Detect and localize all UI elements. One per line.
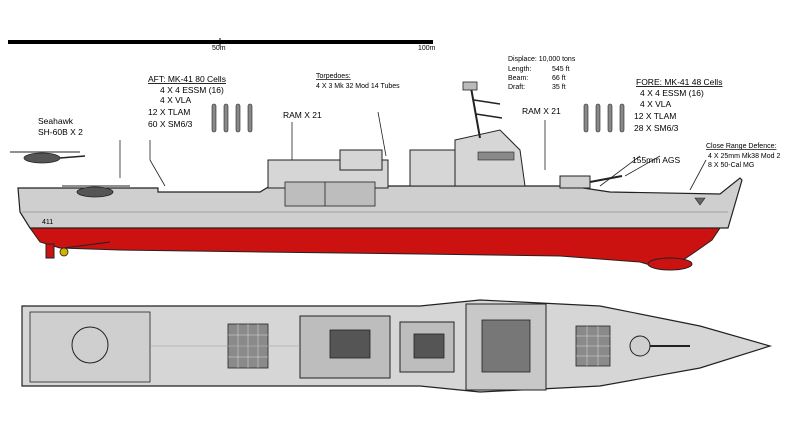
helicopter-label-2: SH-60B X 2: [38, 127, 83, 137]
leader-gun: [624, 155, 661, 177]
fore-cells-line-3: 12 X TLAM: [634, 111, 676, 121]
leader-close-range: [689, 159, 707, 191]
helicopter-1-body: [23, 152, 61, 164]
spec-beam-value: 66 ft: [552, 75, 566, 82]
forward-funnel: [409, 149, 461, 187]
missile-fore-3: [607, 103, 613, 133]
helicopter-icon: [10, 151, 130, 198]
hull-below-waterline: [29, 227, 721, 269]
missile-fore-1: [583, 103, 589, 133]
side-profile: 411: [10, 56, 780, 271]
missile-fore-4: [619, 103, 625, 133]
fore-missile-icons: [583, 103, 625, 133]
spec-length-value: 545 ft: [552, 66, 570, 73]
torpedoes-text: 4 X 3 Mk 32 Mod 14 Tubes: [316, 83, 400, 90]
aft-cells-line-4: 60 X SM6/3: [148, 119, 193, 129]
mast-yard-lower: [475, 113, 503, 119]
aft-funnel-plan: [329, 329, 371, 359]
aft-cells-title: AFT: MK-41 80 Cells: [148, 74, 226, 84]
close-range-title: Close Range Defence:: [706, 143, 776, 150]
hull-number: 411: [42, 219, 53, 226]
fore-cells-line-4: 28 X SM6/3: [634, 123, 679, 133]
ram-fore-label: RAM X 21: [522, 106, 561, 116]
anchor-icon: [694, 197, 706, 206]
spec-draft-value: 35 ft: [552, 84, 566, 91]
aft-cells-line-3: 12 X TLAM: [148, 107, 190, 117]
ram-aft-label: RAM X 21: [283, 110, 322, 120]
mast-pole: [469, 81, 481, 139]
gun-plan: [629, 335, 651, 357]
helicopter-2-body: [76, 186, 114, 198]
scale-label-50: 50m: [212, 45, 226, 52]
fore-cells-title: FORE: MK-41 48 Cells: [636, 77, 722, 87]
top-view: [21, 299, 773, 393]
missile-aft-3: [235, 103, 241, 133]
torpedoes-title: Torpedoes:: [316, 73, 351, 80]
missile-fore-2: [595, 103, 601, 133]
propeller-shaft: [63, 241, 111, 249]
fore-cells-line-1: 4 X 4 ESSM (16): [640, 88, 704, 98]
spec-draft-label: Draft:: [508, 84, 525, 91]
leader-lines: [119, 111, 707, 191]
mast-yard: [473, 99, 501, 105]
aft-missile-icons: [211, 103, 253, 133]
helipad-circle: [71, 326, 109, 364]
bridge-plan: [465, 303, 547, 391]
bridge-windows: [477, 151, 515, 161]
leader-torpedoes: [377, 111, 387, 157]
aft-cells-line-2: 4 X VLA: [160, 95, 192, 105]
scale-bar: 50m 100m: [8, 38, 436, 52]
hangar-doors: [284, 181, 376, 207]
close-range-line-1: 4 X 25mm Mk38 Mod 2: [708, 153, 780, 160]
spec-beam-label: Beam:: [508, 75, 528, 82]
main-mast: [462, 81, 503, 139]
missile-aft-2: [223, 103, 229, 133]
close-range-line-2: 8 X 50-Cal MG: [708, 162, 754, 169]
helicopter-1-tail: [59, 155, 86, 159]
deck-outline: [21, 299, 773, 393]
aft-funnel: [339, 149, 383, 171]
fore-cells-line-2: 4 X VLA: [640, 99, 672, 109]
scale-label-100: 100m: [418, 45, 436, 52]
rudder: [45, 243, 55, 259]
spec-displacement: Displace: 10,000 tons: [508, 56, 576, 63]
leader-aft-cells: [149, 140, 166, 187]
missile-aft-4: [247, 103, 253, 133]
propeller: [59, 247, 69, 257]
hull-above-waterline: [17, 177, 743, 229]
leader-fore-cells: [599, 155, 641, 187]
fore-vls-grid: [575, 325, 611, 367]
mast-base-plan: [481, 319, 531, 373]
gun-label: 155mm AGS: [632, 155, 681, 165]
missile-aft-1: [211, 103, 217, 133]
mast-antenna: [462, 81, 478, 91]
gun-barrel: [589, 175, 623, 183]
forward-funnel-top: [413, 333, 445, 359]
spec-length-label: Length:: [508, 66, 531, 73]
sonar-dome: [647, 257, 693, 271]
gun-turret: [559, 175, 591, 189]
helicopter-label-1: Seahawk: [38, 116, 74, 126]
fore-vls-grid-lines: [576, 326, 610, 366]
flight-deck: [29, 311, 151, 383]
aft-cells-line-1: 4 X 4 ESSM (16): [160, 85, 224, 95]
